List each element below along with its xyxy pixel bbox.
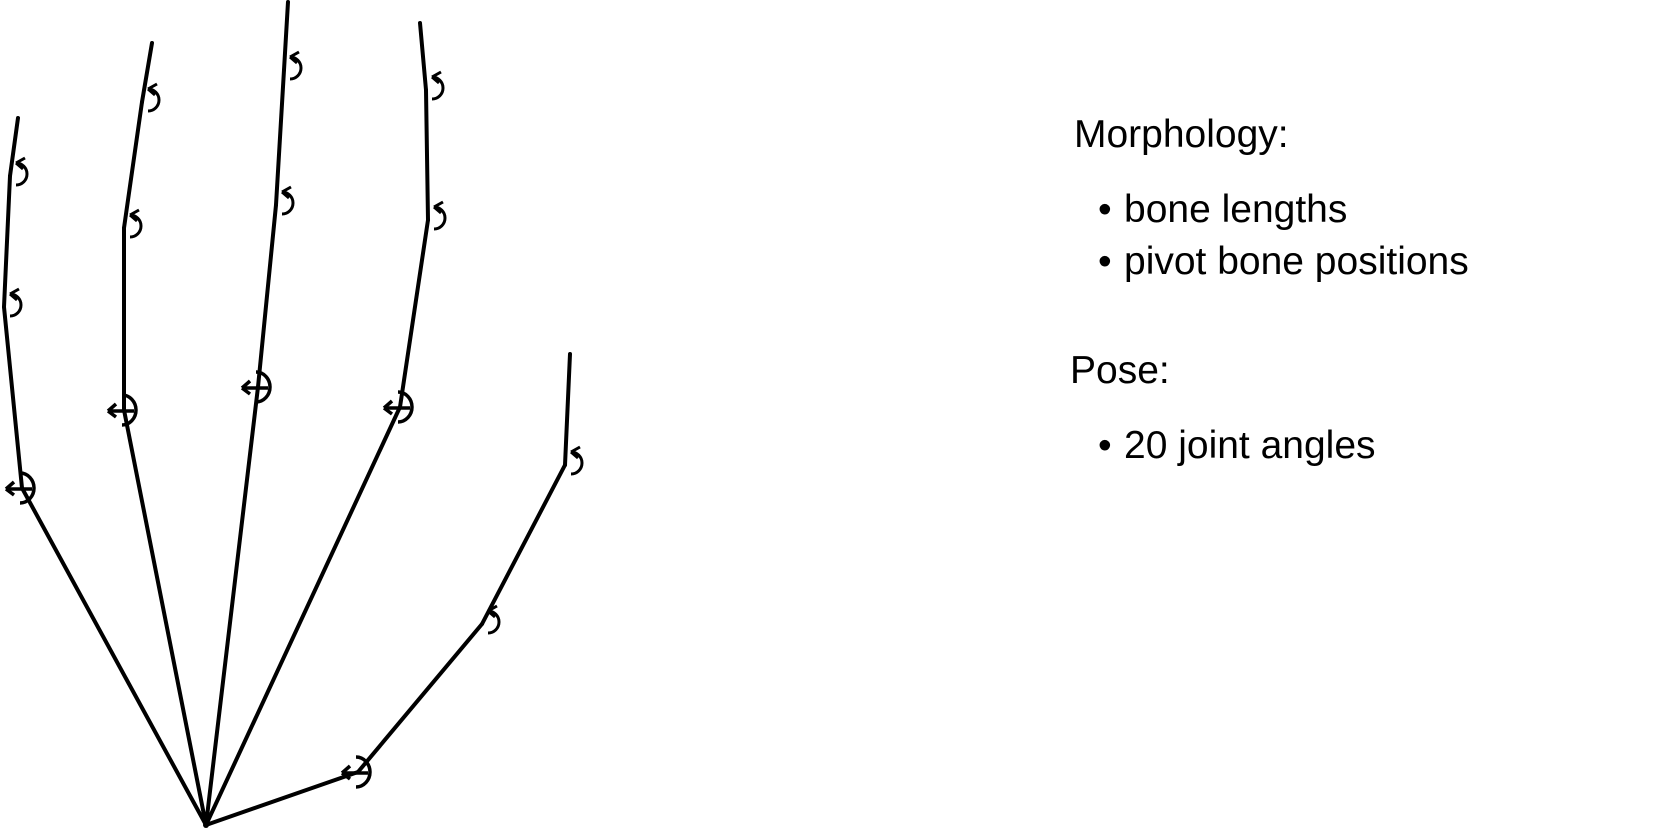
list-item-pivot-bone-positions: pivot bone positions [1070, 236, 1469, 288]
index-bone-1 [20, 486, 208, 827]
little-joint-1-rotation-icon [382, 390, 414, 424]
little-bone-1 [204, 405, 402, 827]
index-joint-1-rotation-icon [4, 471, 36, 505]
index-joint-2-rotation-icon [9, 287, 23, 318]
thumb-bone-1 [204, 770, 360, 827]
little-bone-2 [398, 218, 430, 409]
ring-bone-3 [274, 68, 286, 207]
index-bone-3 [2, 174, 12, 309]
list-item-joint-angles: 20 joint angles [1070, 420, 1376, 472]
middle-bone-4 [140, 41, 154, 104]
middle-joint-2-rotation-icon [129, 208, 143, 239]
hand-skeleton-diagram [2, 0, 584, 828]
index-joint-3-rotation-icon [15, 156, 29, 187]
thumb-joint-1-rotation-icon [340, 755, 372, 789]
ring-joint-2-rotation-icon [281, 185, 295, 216]
middle-joint-3-rotation-icon [147, 82, 161, 113]
little-joint-2-rotation-icon [433, 200, 447, 231]
ring-bone-1 [204, 385, 260, 827]
little-bone-3 [424, 88, 430, 222]
middle-joint-1-rotation-icon [106, 393, 138, 427]
morphology-list: bone lengths pivot bone positions [1070, 184, 1469, 288]
wrist-root [203, 822, 209, 828]
index-bone-4 [8, 116, 20, 178]
index-bone-2 [2, 305, 24, 490]
ring-joint-3-rotation-icon [289, 50, 303, 81]
thumb-bone-4 [563, 352, 572, 467]
thumb-bone-3 [480, 463, 567, 626]
list-item-bone-lengths: bone lengths [1070, 184, 1469, 236]
thumb-bone-2 [356, 622, 484, 774]
ring-bone-2 [256, 203, 278, 389]
pose-list: 20 joint angles [1070, 420, 1376, 472]
pose-heading: Pose: [1070, 349, 1170, 392]
middle-bone-1 [122, 408, 208, 827]
little-joint-3-rotation-icon [431, 70, 445, 101]
middle-bone-3 [122, 100, 144, 230]
ring-bone-4 [282, 0, 290, 72]
thumb-joint-2-rotation-icon [487, 604, 501, 635]
morphology-heading: Morphology: [1074, 113, 1289, 156]
little-bone-4 [418, 21, 428, 92]
thumb-joint-3-rotation-icon [570, 445, 584, 476]
ring-joint-1-rotation-icon [240, 370, 272, 404]
